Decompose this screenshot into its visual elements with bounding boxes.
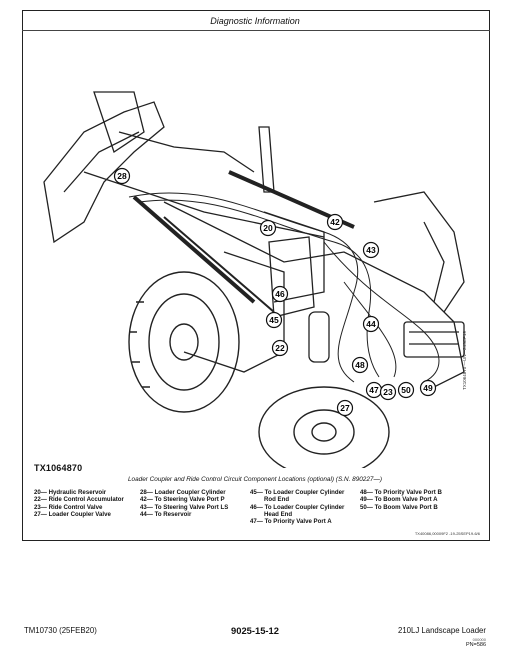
callout-20: 20	[259, 219, 277, 237]
svg-text:44: 44	[366, 319, 376, 329]
callout-43: 43	[362, 241, 380, 259]
legend-item: 43— To Steering Valve Port LS	[140, 503, 229, 511]
svg-text:45: 45	[269, 315, 279, 325]
svg-text:28: 28	[117, 171, 127, 181]
callout-28: 28	[113, 167, 131, 185]
reference-code: TX40086,00009F2 -19-25SEP19-6/6	[414, 531, 480, 536]
rear-tire	[258, 386, 390, 468]
callout-49: 49	[419, 379, 437, 397]
legend-item: Rod End	[264, 496, 290, 504]
legend-item: 49— To Boom Valve Port A	[360, 496, 438, 504]
callout-48: 48	[351, 356, 369, 374]
footer-small-code: 000000	[472, 637, 486, 642]
figure-side-code: TX1064870 —UN—24SEP19	[462, 330, 467, 390]
svg-text:20: 20	[263, 223, 273, 233]
legend-item: 23— Ride Control Valve	[34, 503, 103, 511]
machine-outline	[43, 91, 465, 393]
callout-50: 50	[397, 381, 415, 399]
figure-caption: Loader Coupler and Ride Control Circuit …	[128, 476, 382, 483]
svg-text:50: 50	[401, 385, 411, 395]
svg-text:23: 23	[383, 387, 393, 397]
svg-text:27: 27	[340, 403, 350, 413]
callout-45: 45	[265, 311, 283, 329]
legend-item: 42— To Steering Valve Port P	[140, 496, 225, 504]
footer-pn: PN=586	[465, 642, 486, 648]
callout-47: 47	[365, 381, 383, 399]
callout-44: 44	[362, 315, 380, 333]
legend-col-2: 28— Loader Coupler Cylinder 42— To Steer…	[140, 489, 228, 518]
legend-item: 50— To Boom Valve Port B	[360, 503, 438, 511]
svg-text:42: 42	[330, 217, 340, 227]
legend-item: 48— To Priority Valve Port B	[360, 489, 442, 496]
front-tire	[128, 271, 240, 413]
page-frame	[22, 10, 490, 541]
legend-item: 45— To Loader Coupler Cylinder	[250, 489, 345, 496]
callout-23: 23	[379, 383, 397, 401]
footer-model: 210LJ Landscape Loader	[397, 626, 486, 635]
legend-item: Head End	[264, 510, 293, 518]
legend-item: 22— Ride Control Accumulator	[34, 496, 124, 504]
header-rule	[22, 10, 490, 11]
legend-col-4: 48— To Priority Valve Port B 49— To Boom…	[360, 489, 442, 511]
legend-col-1: 20— Hydraulic Reservoir 22— Ride Control…	[34, 489, 124, 518]
svg-text:48: 48	[355, 360, 365, 370]
legend-item: 20— Hydraulic Reservoir	[34, 489, 107, 496]
svg-text:43: 43	[366, 245, 376, 255]
page-title: Diagnostic Information	[210, 16, 300, 26]
legend-item: 44— To Reservoir	[140, 510, 192, 518]
callout-46: 46	[271, 285, 289, 303]
svg-text:46: 46	[275, 289, 285, 299]
legend-item: 28— Loader Coupler Cylinder	[140, 489, 226, 496]
callout-42: 42	[326, 213, 344, 231]
header-separator	[22, 30, 490, 31]
legend-item: 47— To Priority Valve Port A	[250, 518, 332, 526]
loader-illustration: 28 20 42 43 46 45 22 44 48 47 23 50 49 2…	[43, 91, 465, 468]
footer-manual-id: TM10730 (25FEB20)	[24, 626, 97, 635]
svg-text:47: 47	[369, 385, 379, 395]
legend-item: 27— Loader Coupler Valve	[34, 510, 111, 518]
svg-text:49: 49	[423, 383, 433, 393]
legend-item: 46— To Loader Coupler Cylinder	[250, 503, 345, 511]
footer-page-number: 9025-15-12	[231, 625, 279, 636]
callout-22: 22	[271, 339, 289, 357]
svg-text:22: 22	[275, 343, 285, 353]
legend-col-3: 45— To Loader Coupler Cylinder Rod End 4…	[250, 489, 344, 525]
figure-id: TX1064870	[34, 463, 83, 473]
callouts: 28 20 42 43 46 45 22 44 48 47 23 50 49 2…	[113, 167, 437, 417]
callout-27: 27	[336, 399, 354, 417]
